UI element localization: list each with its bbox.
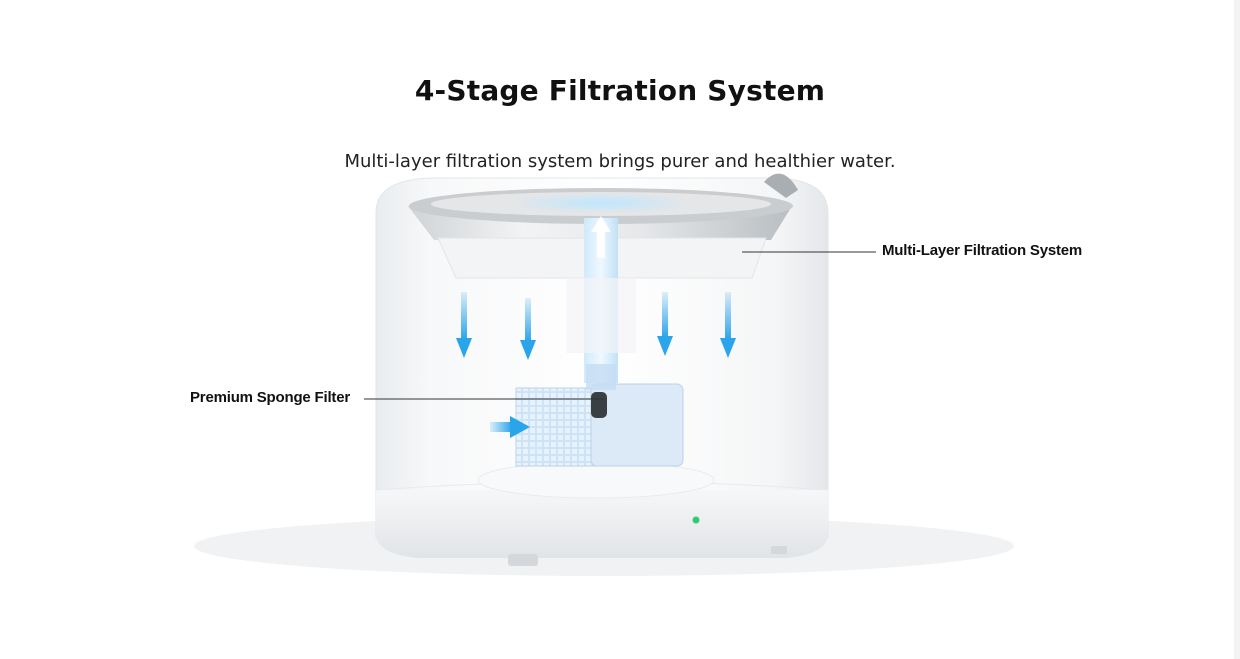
water-fountain-illustration (194, 173, 1014, 576)
status-led-icon (692, 516, 700, 524)
scrollbar-track[interactable] (1234, 0, 1240, 659)
arrow-right-icon (490, 416, 530, 438)
arrow-down-icon (520, 298, 536, 360)
callout-multi-layer-filtration: Multi-Layer Filtration System (882, 242, 1083, 259)
arrow-down-icon (720, 292, 736, 358)
callout-premium-sponge-filter: Premium Sponge Filter (190, 389, 350, 406)
arrow-down-icon (456, 292, 472, 358)
up-flow-arrow-icon (591, 216, 611, 258)
section-title: 4-Stage Filtration System (414, 74, 826, 107)
arrow-down-icon (657, 292, 673, 356)
section-subtitle: Multi-layer filtration system brings pur… (344, 151, 896, 172)
